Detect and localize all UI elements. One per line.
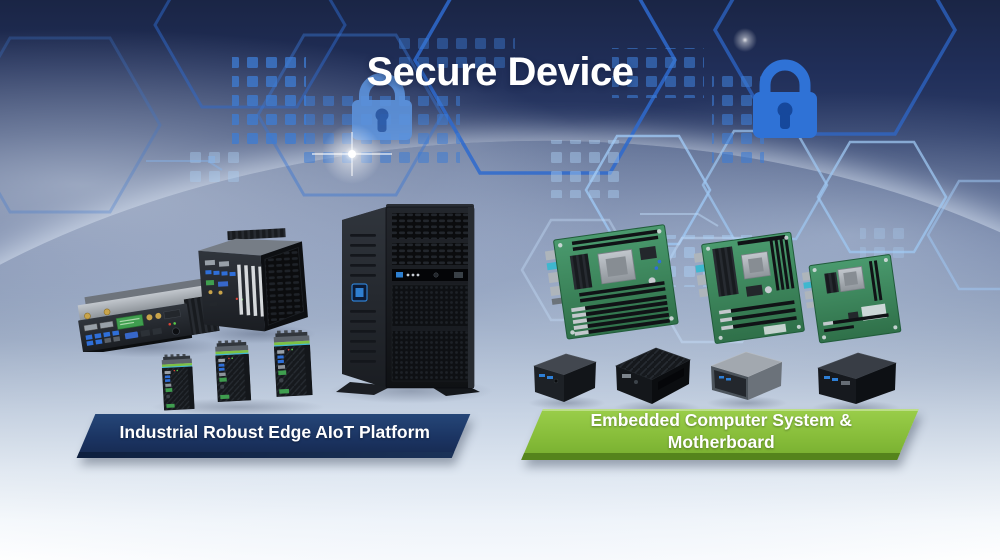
atx-motherboard-image	[694, 231, 805, 344]
category-label-text-line1: Embedded Computer System &	[590, 409, 853, 430]
din-rail-pc-image	[210, 340, 256, 406]
category-label-industrial: Industrial Robust Edge AIoT Platform	[87, 414, 462, 452]
device-shadow	[705, 396, 789, 410]
light-flare	[312, 28, 757, 184]
rugged-edge-server-image	[77, 278, 220, 352]
lock-icon	[753, 59, 817, 138]
mini-pc-image	[533, 353, 597, 402]
mini-pc-image	[710, 351, 783, 400]
circuit-lines	[146, 156, 719, 227]
tower-server-image	[336, 204, 480, 396]
micro-atx-motherboard-image	[802, 254, 902, 344]
device-shadow	[527, 396, 607, 410]
mini-pc-image	[614, 347, 691, 404]
modular-box-pc-image	[198, 228, 308, 332]
banner-title: Secure Device	[366, 50, 634, 94]
din-rail-pc-image	[157, 354, 199, 414]
mini-pc-image	[817, 352, 897, 404]
din-rail-pc-image	[268, 330, 318, 401]
server-motherboard-image	[544, 224, 679, 340]
category-label-text-line2: Motherboard	[667, 431, 775, 452]
category-label-text: Industrial Robust Edge AIoT Platform	[119, 422, 431, 443]
category-label-embedded: Embedded Computer System & Motherboard	[533, 409, 909, 454]
category-banner-industrial[interactable]: Industrial Robust Edge AIoT Platform	[76, 414, 471, 458]
category-banner-embedded[interactable]: Embedded Computer System & Motherboard	[521, 409, 919, 460]
